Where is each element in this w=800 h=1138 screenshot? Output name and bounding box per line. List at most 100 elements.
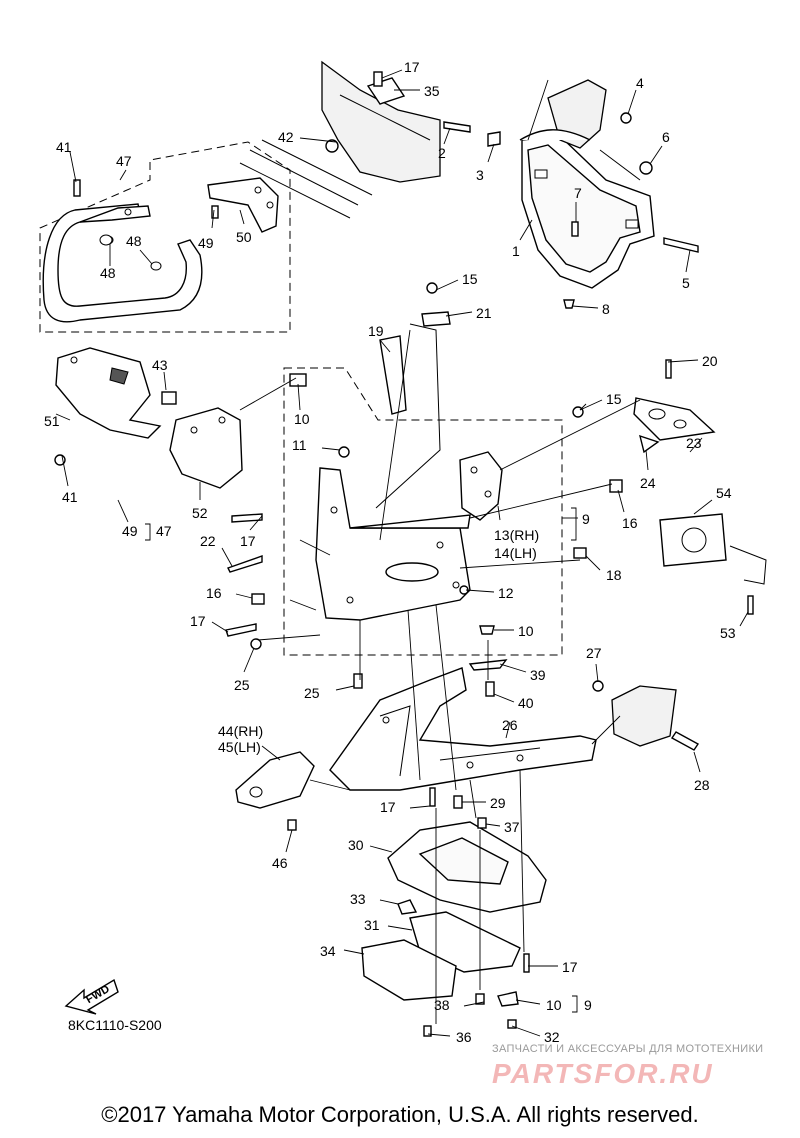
label-16a: 16 (622, 515, 638, 531)
watermark-brand: PARTSFOR.RU (492, 1058, 714, 1089)
label-12: 12 (498, 585, 514, 601)
label-15a: 15 (462, 271, 478, 287)
label-10a: 10 (294, 411, 310, 427)
label-4: 4 (636, 75, 644, 91)
label-10b: 10 (518, 623, 534, 639)
label-41b: 41 (62, 489, 78, 505)
watermark-tagline: ЗАПЧАСТИ И АКСЕССУАРЫ ДЛЯ МОТОТЕХНИКИ (492, 1043, 764, 1055)
label-48b: 48 (100, 265, 116, 281)
label-53: 53 (720, 625, 736, 641)
stay-21 (375, 311, 451, 509)
label-45: 45(LH) (218, 739, 261, 755)
fwd-arrow-icon: FWD (64, 978, 119, 1015)
label-15b: 15 (606, 391, 622, 407)
label-19: 19 (368, 323, 384, 339)
label-47a: 47 (116, 153, 132, 169)
plate-lines-42 (239, 139, 373, 219)
leader-lines (55, 69, 749, 1037)
label-50: 50 (236, 229, 252, 245)
bracket-27-28 (611, 685, 677, 747)
bracket-51 (55, 347, 162, 439)
drawing-code: 8KC1110-S200 (68, 1017, 162, 1033)
label-48a: 48 (126, 233, 142, 249)
frame-26 (329, 667, 597, 791)
label-17d: 17 (380, 799, 396, 815)
label-29: 29 (490, 795, 506, 811)
label-43: 43 (152, 357, 168, 373)
label-24: 24 (640, 475, 656, 491)
label-36: 36 (456, 1029, 472, 1045)
label-23: 23 (686, 435, 702, 451)
clip-33 (397, 899, 418, 915)
label-35: 35 (424, 83, 440, 99)
bumper-bar-assembly (42, 203, 203, 323)
label-5: 5 (682, 275, 690, 291)
main-bracket-9 (315, 467, 471, 621)
label-49a: 49 (198, 235, 214, 251)
stay-53 (729, 545, 767, 585)
label-17c: 17 (190, 613, 206, 629)
guard-30 (387, 821, 547, 913)
label-16b: 16 (206, 585, 222, 601)
label-9a: 9 (582, 511, 590, 527)
label-22: 22 (200, 533, 216, 549)
label-17e: 17 (562, 959, 578, 975)
bracket-13-14 (459, 451, 503, 521)
label-20: 20 (702, 353, 718, 369)
label-18: 18 (606, 567, 622, 583)
label-26: 26 (502, 717, 518, 733)
label-9b: 9 (584, 997, 592, 1013)
label-44: 44(RH) (218, 723, 263, 739)
cover-24 (639, 434, 660, 454)
label-6: 6 (662, 129, 670, 145)
label-14: 14(LH) (494, 545, 537, 561)
bracket-50 (207, 177, 279, 233)
label-30: 30 (348, 837, 364, 853)
label-38: 38 (434, 997, 450, 1013)
label-25b: 25 (304, 685, 320, 701)
label-3: 3 (476, 167, 484, 183)
bracket-54 (659, 513, 727, 567)
label-32: 32 (544, 1029, 560, 1045)
label-51: 51 (44, 413, 60, 429)
label-46: 46 (272, 855, 288, 871)
bracket-52 (169, 407, 243, 489)
part-labels: 17 35 42 2 3 4 6 7 1 5 8 41 47 48 48 49 … (44, 59, 736, 1045)
group-brackets (145, 507, 578, 1013)
label-17a: 17 (404, 59, 420, 75)
fasteners (54, 71, 754, 1037)
copyright-notice: ©2017 Yamaha Motor Corporation, U.S.A. A… (101, 1102, 699, 1127)
label-37: 37 (504, 819, 520, 835)
group-box-9 (283, 367, 563, 656)
bracket-44-45 (235, 751, 315, 809)
label-1: 1 (512, 243, 520, 259)
label-8: 8 (602, 301, 610, 317)
label-25a: 25 (234, 677, 250, 693)
guard-34 (361, 939, 457, 1001)
label-13: 13(RH) (494, 527, 539, 543)
label-31: 31 (364, 917, 380, 933)
label-7: 7 (574, 185, 582, 201)
plate-23 (633, 397, 716, 441)
group-box-47 (39, 141, 291, 333)
label-28: 28 (694, 777, 710, 793)
bracket-1 (519, 79, 655, 289)
label-21: 21 (476, 305, 492, 321)
label-40: 40 (518, 695, 534, 711)
label-2: 2 (438, 145, 446, 161)
label-52: 52 (192, 505, 208, 521)
label-17b: 17 (240, 533, 256, 549)
label-54: 54 (716, 485, 732, 501)
label-49b: 49 (122, 523, 138, 539)
label-27: 27 (586, 645, 602, 661)
bracket-19 (379, 335, 407, 415)
label-10c: 10 (546, 997, 562, 1013)
label-39: 39 (530, 667, 546, 683)
label-33: 33 (350, 891, 366, 907)
label-11: 11 (292, 437, 307, 453)
label-42: 42 (278, 129, 294, 145)
label-47b: 47 (156, 523, 172, 539)
label-34: 34 (320, 943, 336, 959)
label-41a: 41 (56, 139, 72, 155)
